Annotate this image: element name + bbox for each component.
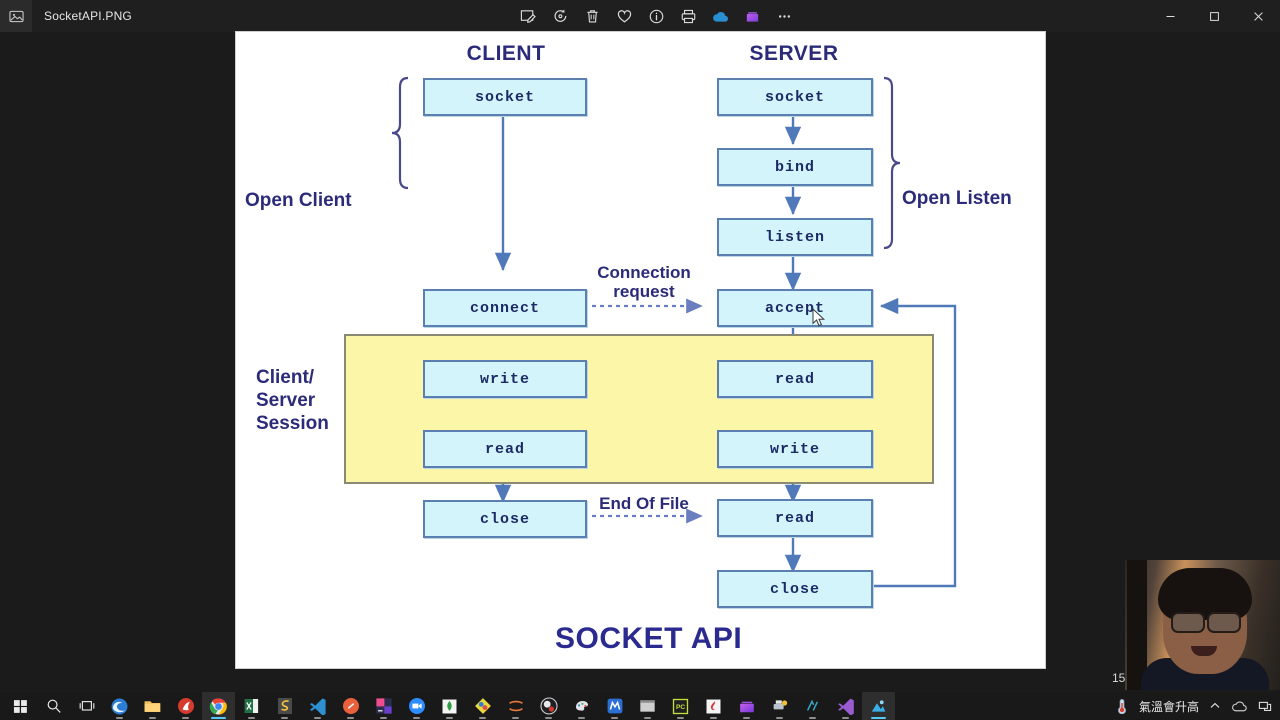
delete-icon[interactable] bbox=[582, 6, 602, 26]
weather-status-text[interactable]: 氣溫會升高 bbox=[1138, 699, 1199, 714]
print-icon[interactable] bbox=[678, 6, 698, 26]
taskbar-visual-studio[interactable] bbox=[829, 692, 862, 720]
window-controls bbox=[1148, 0, 1280, 32]
column-heading-client: CLIENT bbox=[466, 42, 546, 65]
open-client-label: Open Client bbox=[245, 190, 352, 211]
column-heading-server: SERVER bbox=[749, 42, 839, 65]
rotate-icon[interactable] bbox=[550, 6, 570, 26]
client-socket-box: socket bbox=[423, 78, 587, 116]
webcam-preview[interactable] bbox=[1125, 560, 1280, 690]
image-viewport[interactable]: CLIENT SERVER socket connect write read … bbox=[236, 32, 1045, 668]
taskbar-app-curve[interactable] bbox=[499, 692, 532, 720]
server-write-session-box: write bbox=[717, 430, 873, 468]
photos-toolbar bbox=[518, 0, 794, 32]
taskbar-zoom[interactable] bbox=[400, 692, 433, 720]
taskbar-sublime[interactable] bbox=[268, 692, 301, 720]
webcam-glasses-left bbox=[1171, 612, 1205, 633]
client-server-session-label: Client/ Server Session bbox=[256, 367, 329, 435]
edit-markup-icon[interactable] bbox=[518, 6, 538, 26]
title-bar: SocketAPI.PNG bbox=[0, 0, 1280, 32]
info-icon[interactable] bbox=[646, 6, 666, 26]
svg-text:PC: PC bbox=[676, 703, 685, 710]
webcam-glasses-right bbox=[1207, 612, 1241, 633]
diagram-title: SOCKET API bbox=[555, 622, 743, 655]
socket-api-diagram: CLIENT SERVER socket connect write read … bbox=[236, 32, 1045, 668]
more-options-icon[interactable] bbox=[774, 6, 794, 26]
taskbar-terminal[interactable] bbox=[631, 692, 664, 720]
taskbar-edge[interactable] bbox=[103, 692, 136, 720]
system-tray: 氣溫會升高 bbox=[1115, 692, 1280, 720]
server-socket-box: socket bbox=[717, 78, 873, 116]
taskbar-app-diamond[interactable] bbox=[466, 692, 499, 720]
photo-icon bbox=[0, 0, 32, 32]
task-view-button[interactable] bbox=[70, 692, 103, 720]
taskbar-intellij[interactable] bbox=[367, 692, 400, 720]
taskbar-app-teal[interactable] bbox=[796, 692, 829, 720]
taskbar-app-printer[interactable] bbox=[763, 692, 796, 720]
onedrive-cloud-icon[interactable] bbox=[710, 6, 730, 26]
taskbar-app-blue-m[interactable] bbox=[598, 692, 631, 720]
server-accept-box: accept bbox=[717, 289, 873, 327]
server-bind-box: bind bbox=[717, 148, 873, 186]
taskbar-photos[interactable] bbox=[862, 692, 895, 720]
minimize-button[interactable] bbox=[1148, 0, 1192, 32]
file-name-label: SocketAPI.PNG bbox=[44, 9, 132, 23]
webcam-doorway bbox=[1127, 560, 1147, 690]
taskbar-app-white[interactable] bbox=[697, 692, 730, 720]
taskbar-chrome[interactable] bbox=[202, 692, 235, 720]
end-of-file-label: End Of File bbox=[599, 494, 689, 513]
search-button[interactable] bbox=[37, 692, 70, 720]
start-button[interactable] bbox=[4, 692, 37, 720]
windows-taskbar: PC bbox=[0, 692, 1280, 720]
taskbar-paint-app[interactable] bbox=[565, 692, 598, 720]
show-hidden-icons-chevron[interactable] bbox=[1209, 700, 1221, 712]
connection-request-label: Connection request bbox=[597, 263, 691, 301]
close-button[interactable] bbox=[1236, 0, 1280, 32]
mouse-cursor bbox=[812, 307, 826, 328]
favorite-heart-icon[interactable] bbox=[614, 6, 634, 26]
server-listen-box: listen bbox=[717, 218, 873, 256]
client-connect-box: connect bbox=[423, 289, 587, 327]
client-read-box: read bbox=[423, 430, 587, 468]
taskbar-app-orange[interactable] bbox=[334, 692, 367, 720]
onedrive-tray-icon[interactable] bbox=[1231, 700, 1248, 713]
webcam-hair bbox=[1158, 568, 1252, 620]
taskbar-obs[interactable] bbox=[532, 692, 565, 720]
taskbar-app-red[interactable] bbox=[169, 692, 202, 720]
taskbar-vscode[interactable] bbox=[301, 692, 334, 720]
taskbar-mongodb[interactable] bbox=[433, 692, 466, 720]
client-write-box: write bbox=[423, 360, 587, 398]
taskbar-collection[interactable] bbox=[730, 692, 763, 720]
server-close-box: close bbox=[717, 570, 873, 608]
open-listen-label: Open Listen bbox=[902, 188, 1012, 209]
taskbar-file-explorer[interactable] bbox=[136, 692, 169, 720]
taskbar-pycharm[interactable]: PC bbox=[664, 692, 697, 720]
taskbar-excel[interactable] bbox=[235, 692, 268, 720]
frame-counter: 15 bbox=[1112, 671, 1126, 685]
network-tray-icon[interactable] bbox=[1258, 700, 1272, 713]
webcam-mouth bbox=[1191, 646, 1217, 656]
collection-icon[interactable] bbox=[742, 6, 762, 26]
server-read-eof-box: read bbox=[717, 499, 873, 537]
server-read-session-box: read bbox=[717, 360, 873, 398]
maximize-button[interactable] bbox=[1192, 0, 1236, 32]
thermometer-icon[interactable] bbox=[1115, 698, 1129, 714]
client-close-box: close bbox=[423, 500, 587, 538]
taskbar-items: PC bbox=[4, 692, 895, 720]
